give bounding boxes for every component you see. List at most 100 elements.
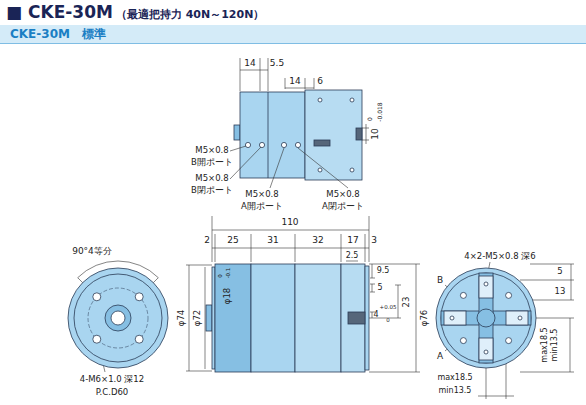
dimension-label: 14 [244, 59, 255, 68]
dimension-label: φ72 [193, 310, 202, 326]
dimension-label: +0.05 [380, 305, 397, 311]
left-end-view [93, 293, 101, 301]
top-view [268, 92, 269, 178]
dimension-label: A [437, 352, 443, 361]
dimension-lines [398, 285, 399, 318]
right-end-view [460, 292, 466, 298]
dimension-lines [362, 140, 369, 141]
dimension-label: 5.5 [270, 59, 284, 68]
right-end-view [479, 338, 493, 360]
dimension-label: min13.5 [439, 387, 472, 395]
top-view [234, 125, 240, 140]
top-view [295, 142, 300, 147]
left-end-view [135, 335, 143, 343]
dimension-lines [205, 267, 206, 369]
dimension-lines [369, 372, 420, 373]
dimension-label: B開ポート [191, 158, 233, 167]
dimension-lines [268, 58, 269, 91]
dimension-label: P.C.D60 [96, 388, 129, 397]
front-view [251, 264, 295, 372]
dimension-label: 2 [204, 236, 210, 245]
dimension-lines [571, 264, 572, 300]
top-view [356, 128, 362, 140]
dimension-label: A閉ポート [322, 202, 364, 211]
right-end-view [506, 338, 512, 344]
top-view [240, 92, 305, 178]
dimension-label: φ74 [177, 310, 186, 326]
dimension-label: 13 [555, 287, 566, 296]
dimension-lines [478, 396, 514, 397]
top-view [234, 90, 362, 180]
dimension-lines [346, 261, 358, 262]
dimension-lines [366, 124, 367, 144]
dimension-label: 0 [218, 274, 224, 278]
dimension-label: φ76 [420, 310, 429, 326]
top-view [318, 98, 322, 102]
dimension-lines [186, 371, 212, 372]
dimension-lines [212, 230, 369, 231]
dimension-label: 5 [557, 267, 562, 276]
dimension-lines [370, 292, 375, 293]
dimension-label: -0.018 [377, 102, 383, 121]
dimension-lines [212, 248, 369, 249]
left-end-view [88, 288, 148, 348]
dimension-lines [372, 284, 373, 292]
left-end-view [135, 293, 143, 301]
dimension-lines [536, 318, 574, 319]
dimension-lines [230, 146, 246, 151]
dimension-lines [486, 368, 487, 399]
dimension-label: 17 [347, 236, 358, 245]
left-end-view [68, 268, 168, 368]
dimension-label: 110 [281, 218, 298, 227]
dimension-lines [285, 88, 314, 89]
title-note: （最適把持力 40N～120N） [116, 7, 265, 22]
left-end-view [111, 311, 125, 325]
front-view [365, 266, 369, 370]
front-view [212, 267, 215, 369]
dimension-lines [189, 265, 190, 371]
dimension-label: 9.5 [377, 267, 390, 275]
right-end-view [450, 316, 454, 320]
dimension-lines [570, 318, 571, 372]
right-end-view [441, 273, 531, 363]
top-view [350, 98, 354, 102]
dimension-label: B閉ポート [191, 186, 233, 195]
dimension-label: M5×0.8 [245, 190, 278, 199]
dimension-label: B [437, 276, 443, 285]
dimension-lines [506, 360, 507, 399]
dimension-lines [212, 216, 213, 262]
header: ■ CKE-30M（最適把持力 40N～120N） [6, 2, 264, 24]
top-view [245, 142, 250, 147]
dimension-label: M5×0.8 [195, 174, 228, 183]
top-view [259, 142, 264, 147]
dimension-label: 3 [371, 236, 377, 245]
right-end-view [484, 350, 488, 354]
right-end-view [477, 309, 495, 327]
section-band: CKE-30M 標準 [0, 25, 586, 44]
dimension-label: 4-M6×1.0 深12 [80, 375, 144, 384]
dimension-lines [240, 58, 241, 91]
dimension-lines [372, 312, 373, 318]
left-end-view [74, 274, 162, 362]
right-end-view [436, 268, 536, 368]
top-view [314, 140, 330, 146]
section-heading: CKE-30M 標準 [0, 25, 586, 43]
dimension-lines [260, 58, 261, 91]
dimension-lines [362, 128, 369, 129]
dimension-label: 5 [377, 284, 382, 292]
dimension-label: 10 [371, 128, 380, 139]
right-end-view [479, 276, 493, 298]
dimension-lines [298, 148, 348, 188]
dimension-lines [520, 372, 574, 373]
dimension-label: 31 [267, 236, 278, 245]
dimension-label: 4×2-M5×0.8 深6 [464, 252, 536, 261]
right-end-view [484, 282, 488, 286]
dimension-label: 23 [402, 297, 411, 308]
dimension-label: max18.5 [541, 327, 549, 362]
right-end-view [506, 292, 512, 298]
front-view [206, 264, 369, 372]
right-end-view [460, 338, 466, 344]
dimension-lines [530, 264, 574, 265]
dimension-lines [369, 264, 420, 265]
